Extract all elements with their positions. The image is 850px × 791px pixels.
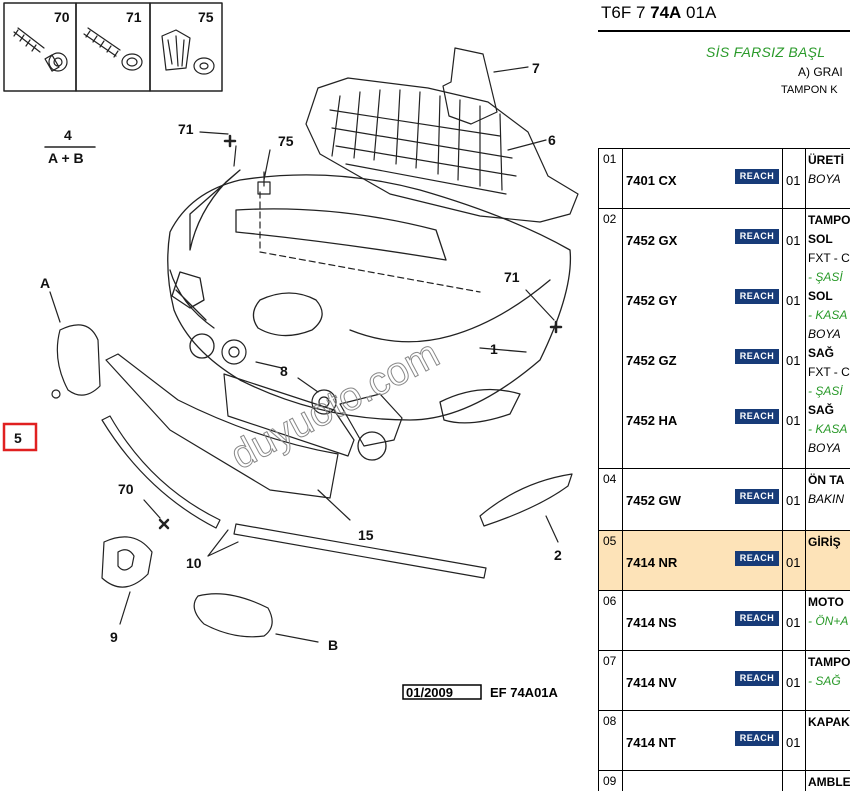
watermark: duyuoto.com xyxy=(224,332,447,478)
label-B: B xyxy=(328,637,338,653)
lower-panel-15 xyxy=(105,353,351,521)
clip-5 xyxy=(51,389,61,399)
bumper-1 xyxy=(167,169,572,461)
table-row[interactable]: 08 7414 NT REACH 01 KAPAK xyxy=(598,710,850,770)
label-71-top: 71 xyxy=(126,9,142,25)
reach-badge: REACH xyxy=(735,409,779,424)
label-4: 4 xyxy=(64,127,72,143)
trim-2 xyxy=(479,473,573,543)
table-row[interactable]: 06 7414 NS REACH 01 MOTO- ÖN+A xyxy=(598,590,850,650)
label-70: 70 xyxy=(118,481,134,497)
label-15: 15 xyxy=(358,527,374,543)
cover-B xyxy=(193,593,319,643)
reach-badge: REACH xyxy=(735,349,779,364)
label-75: 75 xyxy=(278,133,294,149)
label-5: 5 xyxy=(14,430,22,446)
foglamp-covers-8 xyxy=(221,339,337,415)
header-line3: TAMPON K xyxy=(781,84,838,96)
bracket-7 xyxy=(442,47,498,125)
header-green: SİS FARSIZ BAŞL xyxy=(706,44,826,60)
label-71-right: 71 xyxy=(504,269,520,285)
parts-list-panel: T6F 7 74A 01A SİS FARSIZ BAŞL A) GRAI TA… xyxy=(598,0,850,791)
reach-badge: REACH xyxy=(735,489,779,504)
header-line2: A) GRAI xyxy=(798,65,843,79)
reach-badge: REACH xyxy=(735,551,779,566)
label-2: 2 xyxy=(554,547,562,563)
emblem-9 xyxy=(101,536,153,625)
table-row-highlighted[interactable]: 05 7414 NR REACH 01 GİRİŞ xyxy=(598,530,850,590)
reach-badge: REACH xyxy=(735,731,779,746)
table-row[interactable]: 07 7414 NV REACH 01 TAMPO- SAĞ xyxy=(598,650,850,710)
label-70-top: 70 xyxy=(54,9,70,25)
fastener-box-75 xyxy=(149,2,223,92)
label-1: 1 xyxy=(490,341,498,357)
label-75-top: 75 xyxy=(198,9,214,25)
label-10: 10 xyxy=(186,555,202,571)
table-row[interactable]: 09 AMBLE xyxy=(598,770,850,791)
reach-badge: REACH xyxy=(735,169,779,184)
cover-A xyxy=(49,291,101,396)
reach-badge: REACH xyxy=(735,611,779,626)
parts-diagram: 70 71 75 4 A + B 71 75 7 6 71 A 1 8 70 1… xyxy=(2,2,579,700)
highlight-box-5[interactable] xyxy=(2,422,38,452)
label-7: 7 xyxy=(532,60,540,76)
label-8: 8 xyxy=(280,363,288,379)
label-6: 6 xyxy=(548,132,556,148)
grille-6 xyxy=(305,77,579,223)
date-stamp: 01/2009 xyxy=(406,685,453,700)
label-9: 9 xyxy=(110,629,118,645)
strip-10 xyxy=(101,415,487,579)
label-A: A xyxy=(40,275,50,291)
table-row[interactable]: 02 7452 GX REACH 01 7452 GY REACH 01 745… xyxy=(598,208,850,468)
reach-badge: REACH xyxy=(735,671,779,686)
label-71-left: 71 xyxy=(178,121,194,137)
label-a-plus-b: A + B xyxy=(48,150,84,166)
panel-title: T6F 7 74A 01A xyxy=(601,3,717,22)
plate-code: EF 74A01A xyxy=(490,685,559,700)
lower-grille-3 xyxy=(223,373,403,457)
panel-header: SİS FARSIZ BAŞL A) GRAI TAMPON K xyxy=(598,30,850,150)
reach-badge: REACH xyxy=(735,229,779,244)
reach-badge: REACH xyxy=(735,289,779,304)
